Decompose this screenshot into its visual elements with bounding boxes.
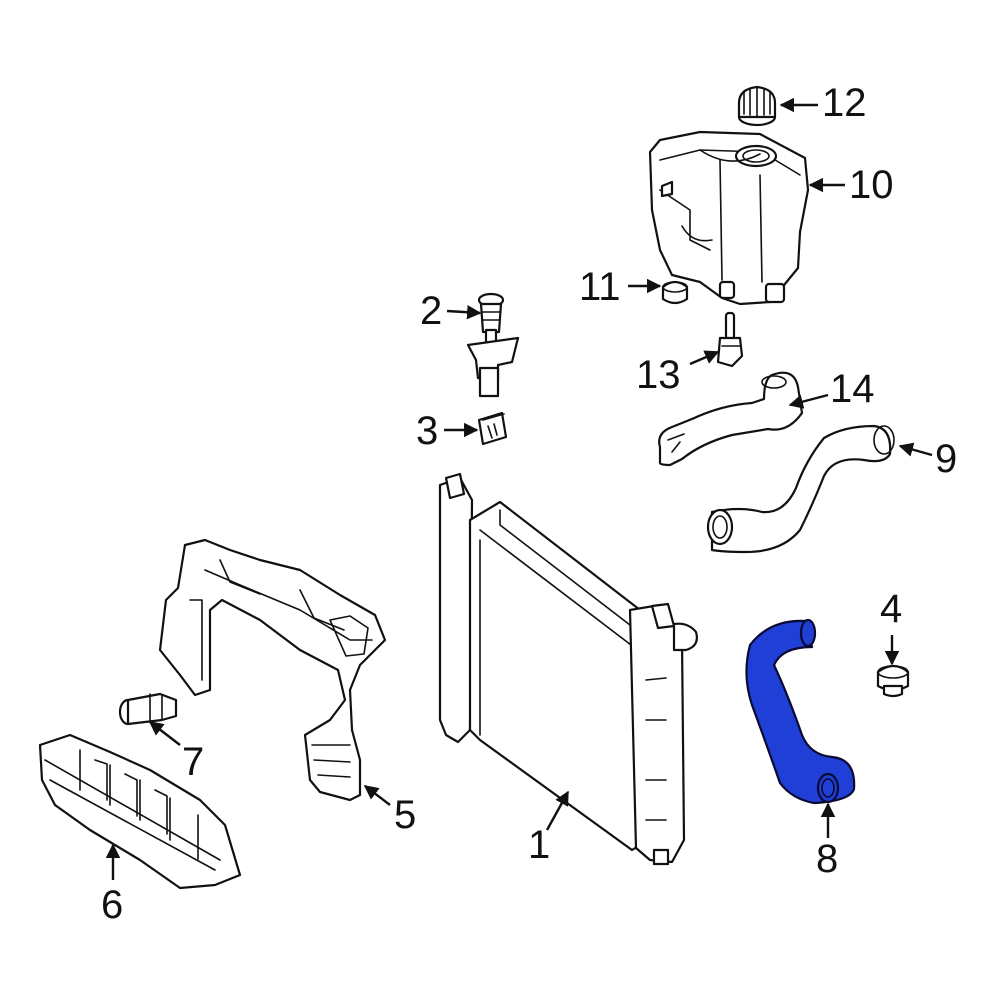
mount-cushion[interactable] [477,411,508,446]
expansion-tank[interactable] [648,130,810,306]
overflow-hose[interactable] [658,371,804,467]
leader-7 [148,721,181,746]
callout-5[interactable]: 5 [394,793,416,837]
lower-radiator-hose[interactable] [745,618,856,805]
radiator-mount-pin[interactable] [466,292,520,398]
leader-13 [689,350,720,366]
upper-radiator-hose[interactable] [706,424,895,554]
radiator[interactable] [438,472,698,866]
callout-1[interactable]: 1 [528,823,550,867]
callout-3[interactable]: 3 [416,409,438,453]
leader-14 [788,393,829,409]
leader-2 [446,305,482,320]
leader-9 [898,442,933,457]
callout-7[interactable]: 7 [182,740,204,784]
callout-10[interactable]: 10 [849,163,894,207]
radiator-support-frame[interactable] [158,538,387,802]
expansion-tank-cap[interactable] [737,85,777,127]
tank-grommet[interactable] [661,280,689,305]
radiator-cap-plug[interactable] [876,664,910,698]
callout-11[interactable]: 11 [579,265,621,309]
leader-5 [363,785,391,806]
leader-1 [545,790,570,831]
callout-6[interactable]: 6 [101,883,123,927]
callout-4[interactable]: 4 [880,587,902,631]
callout-14[interactable]: 14 [830,367,875,411]
callout-8[interactable]: 8 [816,837,838,881]
callout-13[interactable]: 13 [636,353,681,397]
push-clip[interactable] [118,692,178,726]
air-deflector[interactable] [38,733,242,890]
callout-leaders [105,97,933,880]
callout-12[interactable]: 12 [822,81,867,125]
callout-numbers: 12 10 11 13 14 9 2 3 4 7 5 1 6 8 [101,81,957,927]
level-sensor[interactable] [716,311,744,368]
callout-2[interactable]: 2 [420,289,442,333]
callout-9[interactable]: 9 [935,437,957,481]
